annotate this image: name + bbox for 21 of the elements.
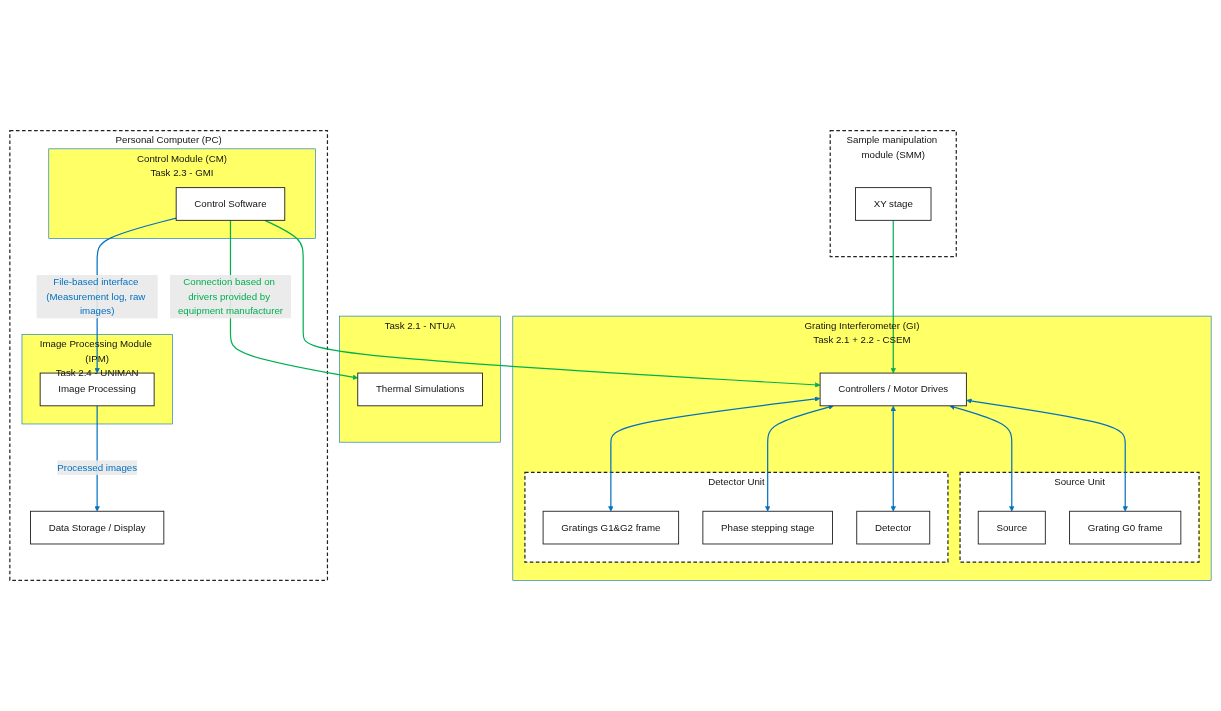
node-box: Gratings G1&G2 frame [542, 510, 680, 545]
node-box: Grating G0 frame [1069, 510, 1182, 545]
node-box: Thermal Simulations [357, 372, 483, 407]
arrow [264, 219, 821, 388]
arrow [890, 219, 896, 374]
arrow [94, 405, 100, 512]
node-box: Control Software [175, 187, 286, 221]
arrow [949, 404, 1015, 512]
edge-label: File-based interface (Measurement log, raw images) [46, 276, 146, 317]
node-box: XY stage [855, 187, 932, 221]
node-box: Controllers / Motor Drives [819, 372, 967, 407]
arrow [890, 405, 896, 512]
arrow [966, 398, 1128, 512]
node-box: Source [977, 510, 1046, 545]
node-box: Data Storage / Display [30, 510, 165, 545]
arrow [608, 396, 821, 512]
node-box: Detector [856, 510, 931, 545]
arrow [765, 404, 834, 512]
node-box: Phase stepping stage [702, 510, 833, 545]
edge-label: Processed images [57, 462, 138, 473]
edge-label: Connection based on drivers provided by equipment manufacturer [177, 276, 284, 317]
